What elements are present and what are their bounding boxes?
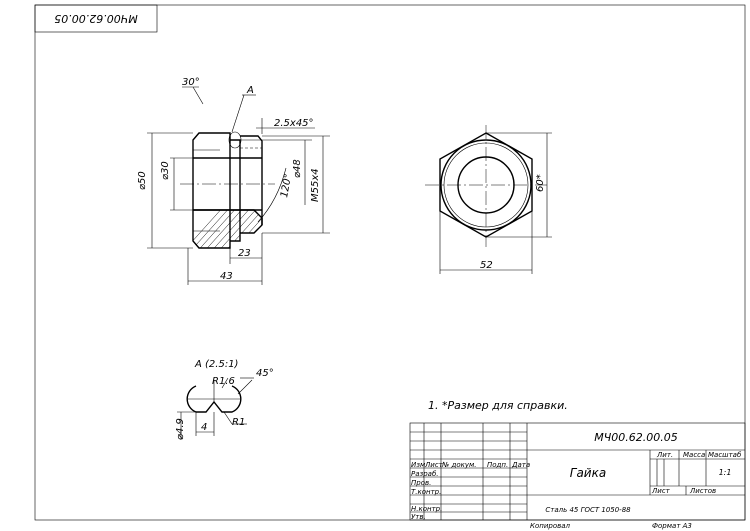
col-date: Дата xyxy=(511,461,530,469)
across-flats: 52 xyxy=(480,260,493,271)
length-inner: 23 xyxy=(238,248,251,259)
groove-diameter: ⌀48 xyxy=(292,159,303,178)
thread-size: M55x4 xyxy=(310,168,321,202)
radius-small: R1 xyxy=(232,417,245,428)
drawing-frame xyxy=(34,4,746,521)
front-dimensions: 30° A 2.5x45° ⌀50 ⌀30 ⌀48 M55x4 120° xyxy=(137,77,330,285)
length-total: 43 xyxy=(220,271,233,282)
chamfer-size: 2.5x45° xyxy=(274,118,314,129)
row-tcontrol: Т.контр. xyxy=(411,488,441,496)
detail-width: 4 xyxy=(201,422,207,433)
mass-label: Масса xyxy=(683,451,705,459)
detail-view: A (2.5:1) R1.6 45° R1 ⌀4.9 4 xyxy=(175,359,274,440)
title-block: МЧ00.62.00.05 Изм Лист № докум. Подп. Да… xyxy=(409,422,746,530)
col-sheet: Лист xyxy=(424,461,444,469)
across-corners: 60* xyxy=(535,174,546,192)
col-sign: Подп. xyxy=(487,461,508,469)
lit-label: Лит. xyxy=(656,451,673,459)
detail-angle: 45° xyxy=(256,368,274,379)
detail-depth: ⌀4.9 xyxy=(175,418,186,440)
row-checked: Пров. xyxy=(411,479,431,487)
part-name: Гайка xyxy=(570,466,606,480)
bore-diameter: ⌀30 xyxy=(160,161,171,180)
detail-label: A xyxy=(246,85,254,96)
chamfer-angle: 30° xyxy=(182,77,200,88)
side-view xyxy=(425,125,547,247)
drawing-note: 1. *Размер для справки. xyxy=(428,399,568,412)
scale-label: Масштаб xyxy=(708,451,742,459)
row-approved: Утв. xyxy=(411,513,426,521)
sheet-label: Лист xyxy=(651,487,671,495)
radius-large: R1.6 xyxy=(212,376,235,387)
format-label: Формат A3 xyxy=(652,522,692,530)
outer-diameter: ⌀50 xyxy=(137,171,148,190)
copied-label: Копировал xyxy=(530,522,571,530)
scale-value: 1:1 xyxy=(719,468,732,477)
upside-down-code: МЧ00.62.00.05 xyxy=(54,12,138,25)
material: Сталь 45 ГОСТ 1050-88 xyxy=(545,506,631,514)
col-doc: № докум. xyxy=(441,461,477,469)
title-designation: МЧ00.62.00.05 xyxy=(594,431,678,444)
sheets-label: Листов xyxy=(689,487,716,495)
cone-angle: 120° xyxy=(279,173,294,199)
side-dimensions: 60* 52 xyxy=(439,132,552,274)
row-developed: Разраб. xyxy=(411,470,439,478)
detail-view-label: A (2.5:1) xyxy=(194,359,238,370)
front-view xyxy=(180,131,275,249)
col-change: Изм xyxy=(411,461,426,469)
row-ncontrol: Н.контр. xyxy=(411,505,442,513)
code-box xyxy=(34,4,158,33)
